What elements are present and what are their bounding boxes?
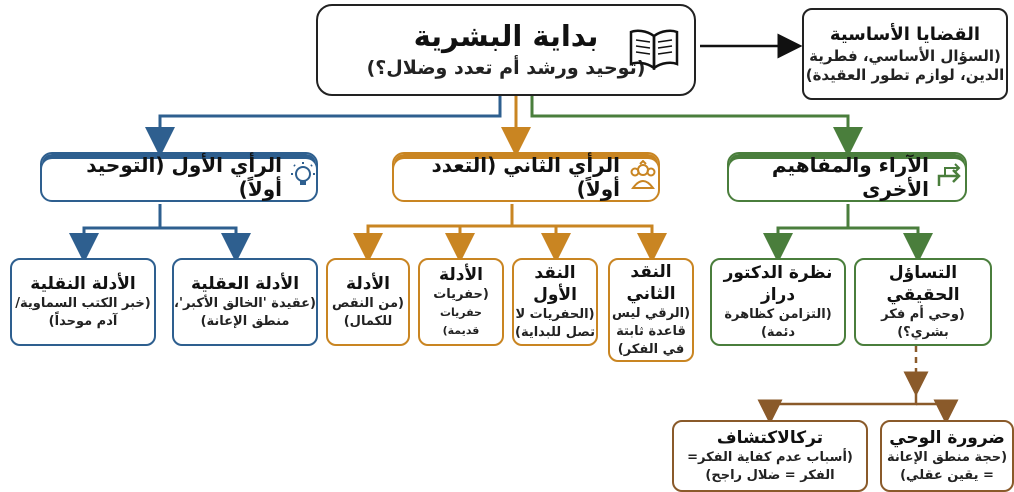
node-real-question: التساؤل الحقيقي (وحي أم فكر بشري؟)	[854, 258, 992, 346]
node-line: (خبر الكتب السماوية/	[15, 296, 151, 311]
node-line: (الحفريات لا	[515, 307, 595, 322]
node-line: (وحي أم فكر بشري؟)	[881, 307, 965, 340]
node-textual-evidence: الأدلة النقلية (خبر الكتب السماوية/ آدم …	[10, 258, 156, 346]
node-title: ضرورة الوحي	[889, 428, 1005, 448]
core-title: القضايا الأساسية	[829, 24, 981, 45]
node-title: النقد الثاني	[626, 262, 676, 304]
node-title: التساؤل الحقيقي	[886, 263, 960, 305]
node-title: الأدلة العقلية	[190, 274, 300, 294]
root-title: بداية البشرية	[413, 19, 599, 53]
root-box: بداية البشرية (توحيد ورشد أم تعدد وضلال؟…	[316, 4, 696, 96]
lightbulb-head-icon	[290, 161, 316, 193]
node-draz-view: نظرة الدكتور دراز (التزامن كظاهرة دئمة)	[710, 258, 846, 346]
header-third-view: الآراء والمفاهيم الأخرى	[727, 152, 967, 202]
node-line: حفريات قديمة)	[439, 306, 482, 337]
header-second-label: الرأي الثاني (التعدد أولاً)	[431, 153, 620, 201]
node-title: الأدلة	[439, 265, 483, 285]
node-line: (حفريات	[433, 287, 489, 302]
node-title: الأدلة	[346, 274, 390, 294]
header-first-view: الرأي الأول (التوحيد أولاً)	[40, 152, 318, 202]
node-evidence-fossils: الأدلة (حفريات حفريات قديمة)	[418, 258, 504, 346]
node-leaving-discovery: تركالاكتشاف (أسباب عدم كفاية الفكر= الفك…	[672, 420, 868, 492]
node-line: في الفكر)	[617, 342, 685, 357]
branching-arrow-icon	[937, 162, 965, 193]
node-line: الفكر = ضلال راجح)	[705, 468, 835, 483]
multi-headed-idol-icon	[628, 159, 658, 195]
node-line: منطق الإعانة)	[200, 314, 290, 329]
node-line: = يقين عقلي)	[900, 468, 994, 483]
node-title: نظرة الدكتور دراز	[723, 263, 833, 305]
node-line: (من النقص	[332, 296, 404, 311]
header-third-label: الآراء والمفاهيم الأخرى	[771, 153, 929, 201]
node-evidence-progress: الأدلة (من النقص للكمال)	[326, 258, 410, 346]
node-line: دئمة)	[760, 325, 796, 340]
node-title: الأدلة النقلية	[30, 274, 136, 294]
node-line: (عقيدة 'الخالق الأكبر'،	[174, 296, 316, 311]
node-line: (أسباب عدم كفاية الفكر=	[687, 450, 853, 465]
node-line: (الرقي ليس	[611, 306, 691, 321]
node-line: (التزامن كظاهرة	[724, 307, 832, 322]
core-line-2: الدين، لوازم تطور العقيدة)	[805, 66, 1005, 84]
node-second-critique: النقد الثاني (الرقي ليس قاعدة ثابتة في ا…	[608, 258, 694, 362]
core-issues-box: القضايا الأساسية (السؤال الأساسي، فطرية …	[802, 8, 1008, 100]
node-rational-evidence: الأدلة العقلية (عقيدة 'الخالق الأكبر'، م…	[172, 258, 318, 346]
node-line: قاعدة ثابتة	[616, 324, 686, 339]
node-line: آدم موحداً)	[48, 314, 118, 329]
header-first-label: الرأي الأول (التوحيد أولاً)	[86, 153, 282, 201]
node-line: للكمال)	[343, 314, 393, 329]
header-second-view: الرأي الثاني (التعدد أولاً)	[392, 152, 660, 202]
book-icon	[628, 28, 680, 74]
core-line-1: (السؤال الأساسي، فطرية	[809, 47, 1001, 65]
node-title: تركالاكتشاف	[716, 428, 824, 448]
node-line: تصل للبداية)	[515, 325, 595, 340]
node-first-critique: النقد الأول (الحفريات لا تصل للبداية)	[512, 258, 598, 346]
node-necessity-of-revelation: ضرورة الوحي (حجة منطق الإعانة = يقين عقل…	[880, 420, 1014, 492]
root-subtitle: (توحيد ورشد أم تعدد وضلال؟)	[366, 57, 646, 79]
node-title: النقد الأول	[533, 263, 577, 305]
node-line: (حجة منطق الإعانة	[887, 450, 1008, 465]
